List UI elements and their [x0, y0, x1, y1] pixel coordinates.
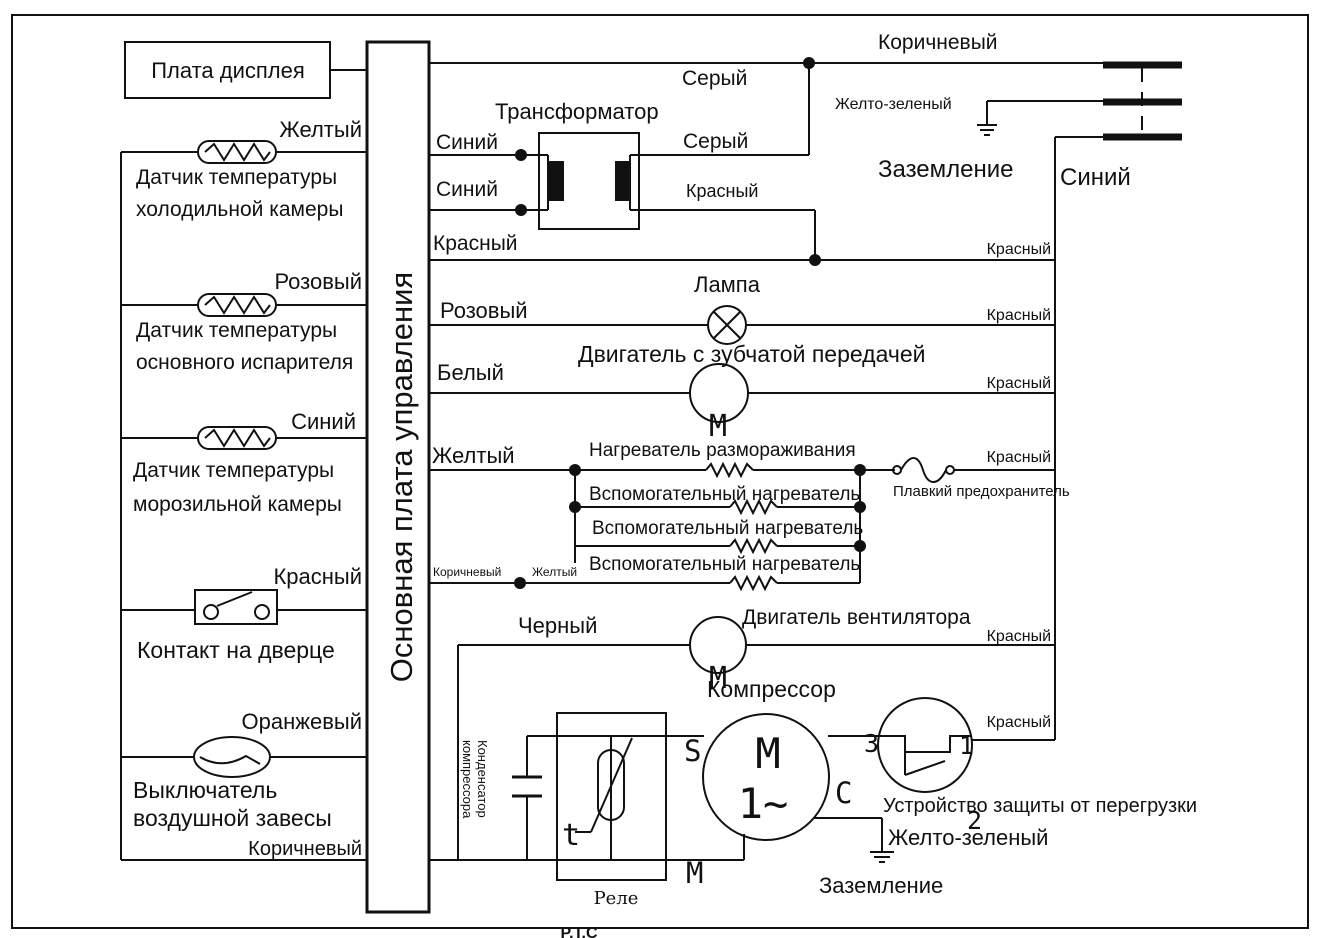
gray-top-label: Серый: [682, 67, 747, 90]
door-switch-label: Контакт на дверце: [137, 637, 335, 663]
gear-motor-m-label: M: [709, 409, 727, 444]
defrost-heater-label: Нагреватель размораживания: [589, 440, 856, 461]
door-wire-label: Красный: [273, 564, 362, 589]
overload-protector-icon: [877, 697, 973, 793]
yellow-green-top-label: Желто-зеленый: [835, 96, 952, 113]
yellow-wire-label: Желтый: [432, 443, 515, 468]
sensor2-label-line2: основного испарителя: [136, 351, 353, 374]
fuse-icon: [900, 457, 947, 483]
lamp-icon: [707, 305, 747, 345]
fan-motor-m-label: M: [709, 661, 727, 696]
sensor3-label-line1: Датчик температуры: [133, 459, 334, 482]
aux-heater1-icon: [729, 498, 778, 516]
capacitor-label-line2: компрессора: [460, 740, 475, 819]
brown-bottom-label: Коричневый: [248, 838, 362, 860]
white-wire-label: Белый: [437, 360, 504, 385]
red-left-label: Красный: [433, 232, 518, 255]
pink-wire-label: Розовый: [440, 298, 528, 323]
ground-bottom-label: Заземление: [819, 873, 943, 898]
pin-c-label: C: [835, 776, 852, 810]
air-curtain-switch-icon: [193, 736, 271, 778]
lamp-label: Лампа: [694, 272, 761, 297]
ground-top-label: Заземление: [878, 156, 1014, 183]
brown-top-label: Коричневый: [878, 31, 998, 54]
sensor2-label-line1: Датчик температуры: [136, 319, 337, 342]
fan-motor-label: Двигатель вентилятора: [742, 606, 971, 629]
door-switch-icon: [194, 589, 278, 625]
red-r1-label: Красный: [987, 241, 1051, 258]
pin-s-label: S: [684, 734, 701, 768]
compressor-phase-label: 1~: [738, 779, 789, 828]
ptc-thermistor-icon: [597, 749, 625, 821]
red-r2-label: Красный: [987, 307, 1051, 324]
aux-heater2-icon: [729, 537, 778, 555]
red-r5-label: Красный: [987, 628, 1051, 645]
yellow-green-bottom-label: Желто-зеленый: [888, 825, 1048, 850]
main-board-label: Основная плата управления: [384, 272, 419, 682]
olp-label: Устройство защиты от перегрузки: [883, 795, 1197, 817]
aux-heater3-icon: [729, 574, 778, 592]
aux-heater3-label: Вспомогательный нагреватель: [589, 554, 860, 575]
curtain-label-line2: воздушной завесы: [133, 805, 332, 831]
sensor-evaporator-icon: [197, 293, 277, 317]
gear-motor-label: Двигатель с зубчатой передачей: [578, 341, 925, 367]
tr-blue2-label: Синий: [436, 178, 498, 201]
diagram-frame: [11, 14, 1309, 929]
relay-box: [556, 712, 667, 881]
curtain-label-line1: Выключатель: [133, 777, 277, 803]
t-symbol-label: t: [562, 818, 580, 853]
olp-1-label: 1: [959, 731, 974, 760]
fan-motor-icon: [689, 616, 747, 674]
curtain-wire-label: Оранжевый: [242, 709, 362, 734]
compressor-m-label: M: [755, 729, 780, 778]
tr-blue1-label: Синий: [436, 131, 498, 154]
aux-heater2-label: Вспомогательный нагреватель: [592, 518, 863, 539]
main-control-board: [365, 40, 431, 914]
sensor3-wire-label: Синий: [291, 409, 356, 434]
transformer-box: [538, 132, 640, 230]
sensor-fridge-icon: [197, 140, 277, 164]
sensor1-label-line1: Датчик температуры: [136, 166, 337, 189]
defrost-heater-icon: [705, 461, 754, 479]
olp-2-label: 2: [967, 806, 982, 835]
tr-gray-label: Серый: [683, 130, 748, 153]
relay-label: Реле: [594, 888, 639, 909]
transformer-label: Трансформатор: [495, 99, 659, 124]
red-r6-label: Красный: [987, 714, 1051, 731]
capacitor-label-line1: Конденсатор: [475, 740, 490, 818]
gear-motor-icon: [689, 363, 749, 423]
sensor2-wire-label: Розовый: [274, 269, 362, 294]
red-r3-label: Красный: [987, 375, 1051, 392]
olp-3-label: 3: [864, 729, 879, 758]
sensor1-wire-label: Желтый: [279, 117, 362, 142]
blue-right-label: Синий: [1060, 164, 1131, 191]
compressor-icon: [702, 713, 830, 841]
yellow-small-label: Желтый: [532, 565, 577, 579]
fuse-label: Плавкий предохранитель: [893, 483, 1070, 500]
ptc-label: P.T.C: [560, 925, 598, 938]
sensor-freezer-icon: [197, 426, 277, 450]
capacitor-label: Конденсатор компрессора: [460, 740, 490, 819]
brown-small-label: Коричневый: [433, 565, 501, 579]
sensor1-label-line2: холодильной камеры: [136, 198, 343, 221]
pin-m-label: M: [686, 856, 703, 890]
black-wire-label: Черный: [518, 613, 597, 638]
red-r4-label: Красный: [987, 449, 1051, 466]
sensor3-label-line2: морозильной камеры: [133, 493, 342, 516]
display-board-label: Плата дисплея: [151, 58, 305, 83]
aux-heater1-label: Вспомогательный нагреватель: [589, 484, 860, 505]
compressor-label: Компрессор: [707, 676, 836, 702]
tr-red-label: Красный: [686, 181, 758, 201]
